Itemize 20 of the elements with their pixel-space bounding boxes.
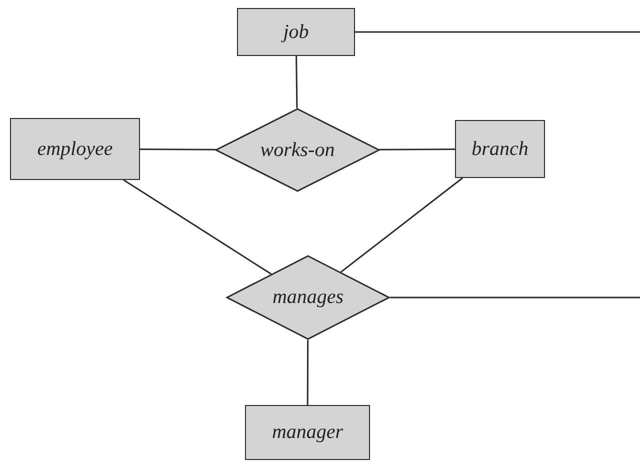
node-label: job [283,20,309,44]
connector-line [379,148,455,150]
connector-line [355,31,640,33]
entity-box [10,118,140,180]
connector-line [390,296,640,298]
node-label: manager [272,421,344,444]
connector-line [140,148,216,150]
connector-line [306,340,309,405]
node-label: works-on [260,138,335,162]
relationship-diamond [215,108,380,192]
node-label: employee [37,138,113,160]
entity-box [245,405,370,460]
entity-box [237,8,355,56]
node-label: branch [472,138,528,160]
connector-line [296,56,298,108]
node-label: manages [272,286,344,309]
connector-line [340,177,463,273]
entity-box [455,120,545,178]
relationship-diamond [226,255,390,340]
connector-line [123,179,272,275]
